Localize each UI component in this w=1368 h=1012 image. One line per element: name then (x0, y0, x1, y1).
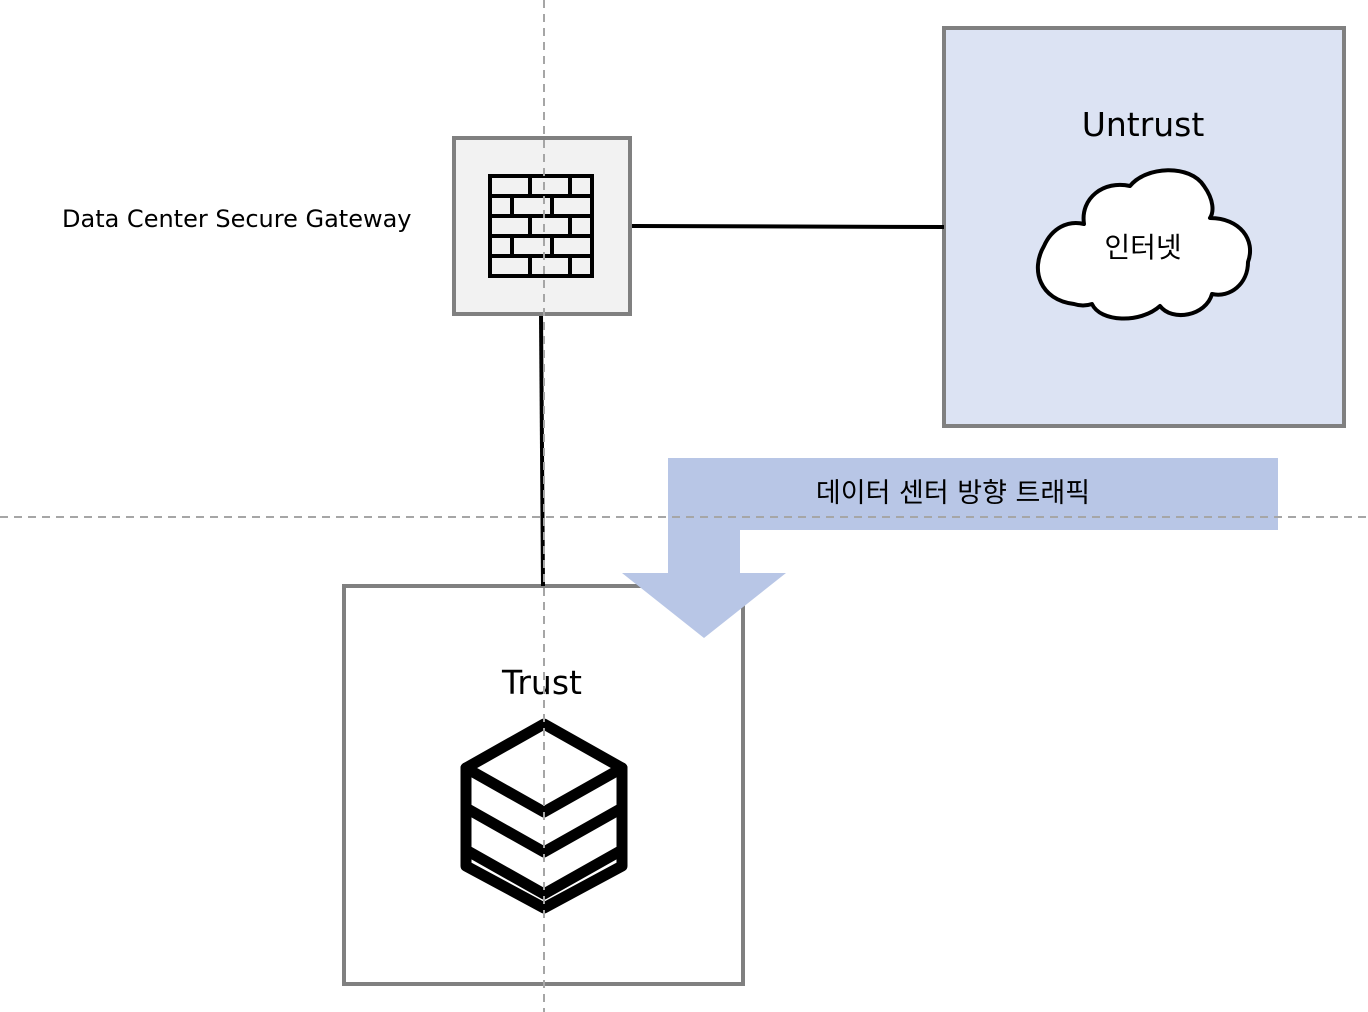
untrust-zone-title: Untrust (1082, 105, 1205, 144)
gateway-label: Data Center Secure Gateway (62, 205, 412, 233)
cloud-label: 인터넷 (1104, 231, 1181, 264)
trust-zone-title: Trust (501, 663, 582, 702)
gateway-to-untrust-link (629, 224, 945, 229)
traffic-flow-arrow (622, 458, 1278, 638)
gateway-box[interactable] (452, 136, 632, 316)
traffic-flow-label: 데이터 센터 방향 트래픽 (816, 478, 1090, 509)
cloud-icon (1035, 168, 1252, 321)
server-stack-icon (460, 718, 628, 914)
gateway-to-trust-link (539, 313, 545, 587)
firewall-brick-icon (488, 174, 594, 278)
